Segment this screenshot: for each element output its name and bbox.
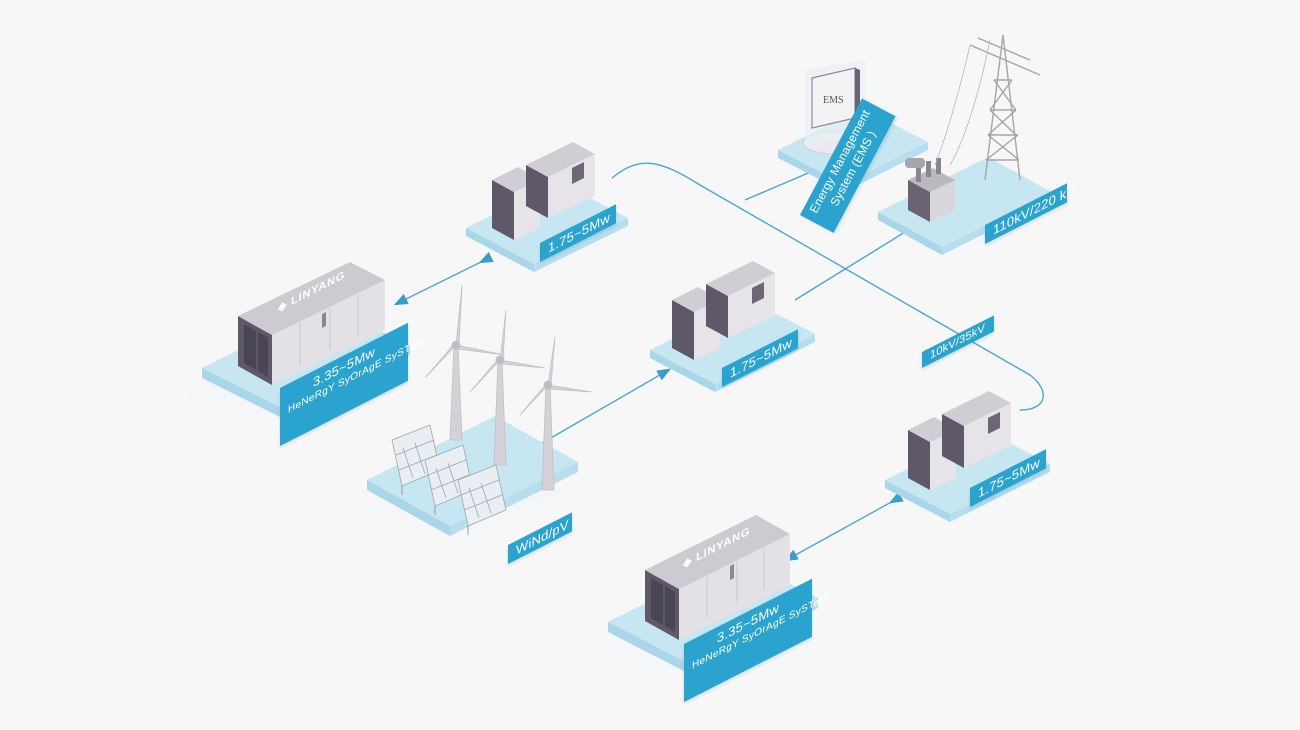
pcs-right-node xyxy=(885,391,1050,522)
connection-lines xyxy=(393,162,1044,562)
pcs-top-base xyxy=(466,182,628,264)
pcs-mid-base xyxy=(650,300,815,384)
pcs-top-node xyxy=(466,142,628,272)
line-windpv-to-pcs-mid xyxy=(529,368,672,451)
line-pcs-top-to-ess-top xyxy=(393,251,494,306)
line-pcs-mid-to-substation xyxy=(794,231,906,301)
pylon-icon xyxy=(969,34,1041,181)
pcs-right-base xyxy=(885,430,1050,514)
wind-turbine-icon xyxy=(424,284,593,491)
substation-base xyxy=(878,157,1052,247)
ems-screen-label: EMS xyxy=(823,95,844,106)
line-pcs-right-to-ess-bottom xyxy=(783,491,904,562)
line-pcs-top-to-bus xyxy=(611,162,1044,411)
solar-panel-icon xyxy=(391,424,507,535)
wind-pv-base xyxy=(367,416,578,526)
line-ems-to-substation xyxy=(744,167,821,201)
wind-pv-node xyxy=(355,284,593,555)
